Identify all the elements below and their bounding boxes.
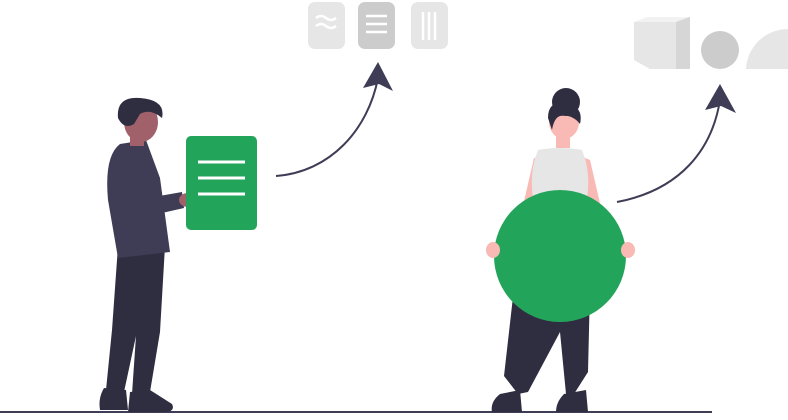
wave-icon bbox=[308, 2, 345, 49]
woman-shoe-right bbox=[556, 390, 588, 412]
cube-icon bbox=[634, 17, 690, 69]
circle-icon bbox=[701, 31, 739, 69]
woman-hair bbox=[548, 103, 581, 130]
woman-shoe-left bbox=[491, 390, 522, 412]
lines-icon bbox=[358, 2, 395, 49]
circle-shape bbox=[494, 190, 626, 322]
woman-arm-right bbox=[580, 156, 626, 252]
left-arrowhead bbox=[363, 62, 393, 91]
document-icon bbox=[186, 136, 257, 230]
half-circle-icon bbox=[746, 28, 788, 69]
man-figure bbox=[99, 97, 197, 412]
left-arrow bbox=[275, 62, 393, 177]
left-icon-row bbox=[308, 2, 448, 49]
man-legs bbox=[106, 246, 165, 394]
man-shoe-right bbox=[128, 390, 173, 412]
woman-hand-left bbox=[486, 242, 500, 258]
man-arm bbox=[112, 158, 184, 218]
man-shoe-left bbox=[99, 388, 128, 410]
right-arrowhead bbox=[705, 84, 736, 113]
right-arrow bbox=[616, 84, 736, 203]
woman-hand-right bbox=[621, 242, 635, 258]
woman-top bbox=[531, 148, 589, 204]
right-icon-row bbox=[634, 17, 788, 69]
man-hair bbox=[117, 97, 163, 126]
vertical-lines-icon bbox=[411, 2, 448, 49]
